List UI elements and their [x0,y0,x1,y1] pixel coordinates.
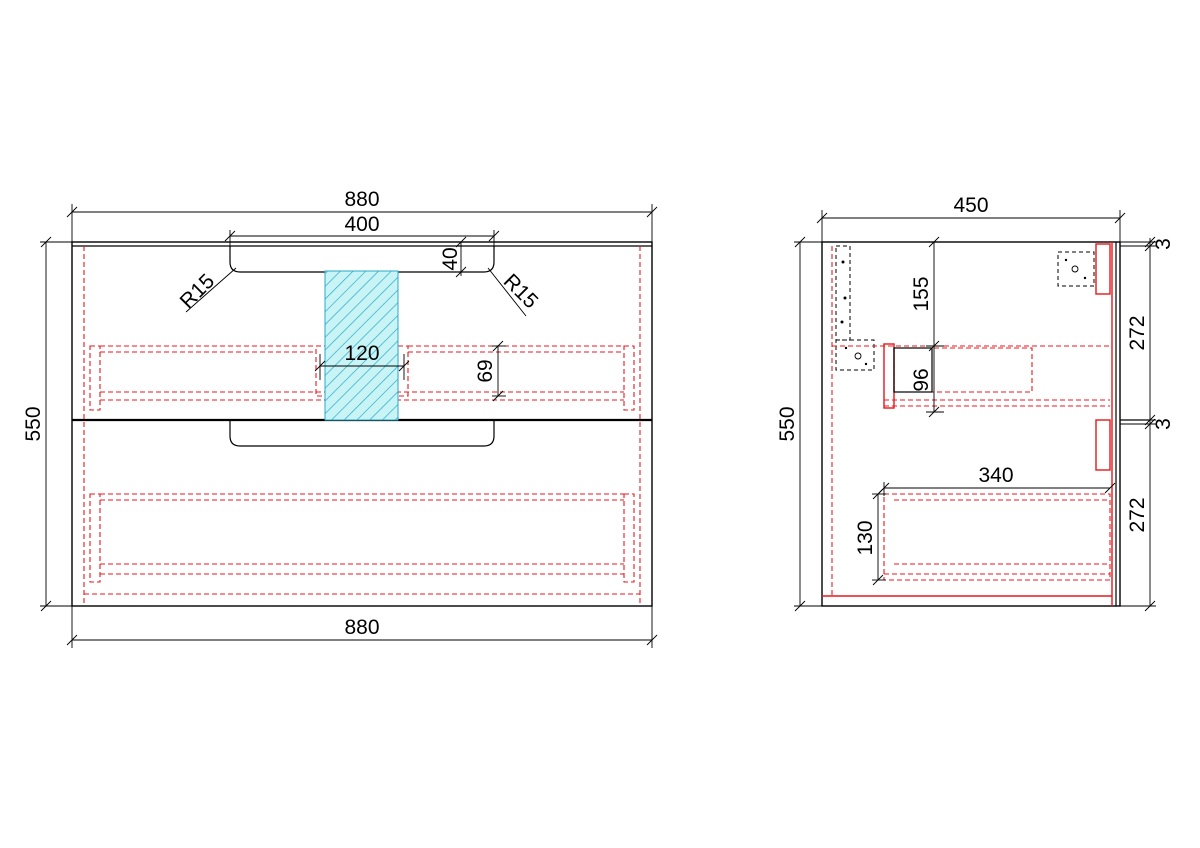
dim-drawer-height: 69 [474,340,506,402]
dim-width-top: 880 [66,188,658,242]
dim-lower-drawer-depth: 340 [878,464,1116,496]
side-upper-drawer [832,343,1110,409]
wall-bracket-upper [835,245,875,371]
dim-radius-left-label: R15 [176,270,220,314]
dim-gap-middle-label: 3 [1152,418,1175,430]
plumbing-cutout [324,270,399,421]
dim-cutout-width: 120 [314,342,410,380]
dim-depth: 450 [816,194,1126,242]
dim-height-side-label: 550 [776,406,799,441]
dim-height-front: 550 [22,236,72,612]
dim-width-bottom-label: 880 [344,616,379,639]
dim-width-bottom: 880 [66,606,658,648]
dim-radius-right-label: R15 [499,270,543,314]
dim-top-drawer-offset-label: 155 [910,276,933,311]
dim-radius-right: R15 [487,267,543,317]
side-lower-drawer [883,493,1111,581]
front-view: 880 400 40 R15 R15 [22,188,658,648]
dim-basin-width: 400 [224,213,500,262]
dim-basin-depth: 40 [436,236,468,278]
dim-basin-depth-label: 40 [439,247,462,270]
dim-top-drawer-height-label: 96 [910,368,933,391]
dim-front-lower-label: 272 [1126,497,1149,532]
dim-top-drawer-offset: 155 [910,236,944,352]
dim-gap-top-label: 3 [1152,238,1175,250]
dim-radius-left: R15 [176,267,237,314]
drawer-handle-recess [229,420,495,447]
dim-top-drawer-height: 96 [910,346,944,418]
front-cabinet-outline [71,241,653,607]
lower-drawer-hidden-lines [89,493,635,583]
dim-height-front-label: 550 [22,406,45,441]
side-view: 450 550 155 96 [776,194,1175,612]
dim-height-side: 550 [776,236,822,612]
dim-basin-width-label: 400 [344,213,379,236]
dim-depth-label: 450 [953,194,988,217]
dim-width-top-label: 880 [344,188,379,211]
dim-front-chain: 3 272 3 272 [1120,236,1175,612]
dim-drawer-height-label: 69 [474,359,497,382]
dim-lower-drawer-depth-label: 340 [978,464,1013,487]
dim-lower-drawer-height: 130 [854,488,886,586]
dim-front-upper-label: 272 [1126,315,1149,350]
dim-lower-drawer-height-label: 130 [854,520,877,555]
dim-cutout-width-label: 120 [344,342,379,365]
wall-bracket-front [1057,243,1111,471]
